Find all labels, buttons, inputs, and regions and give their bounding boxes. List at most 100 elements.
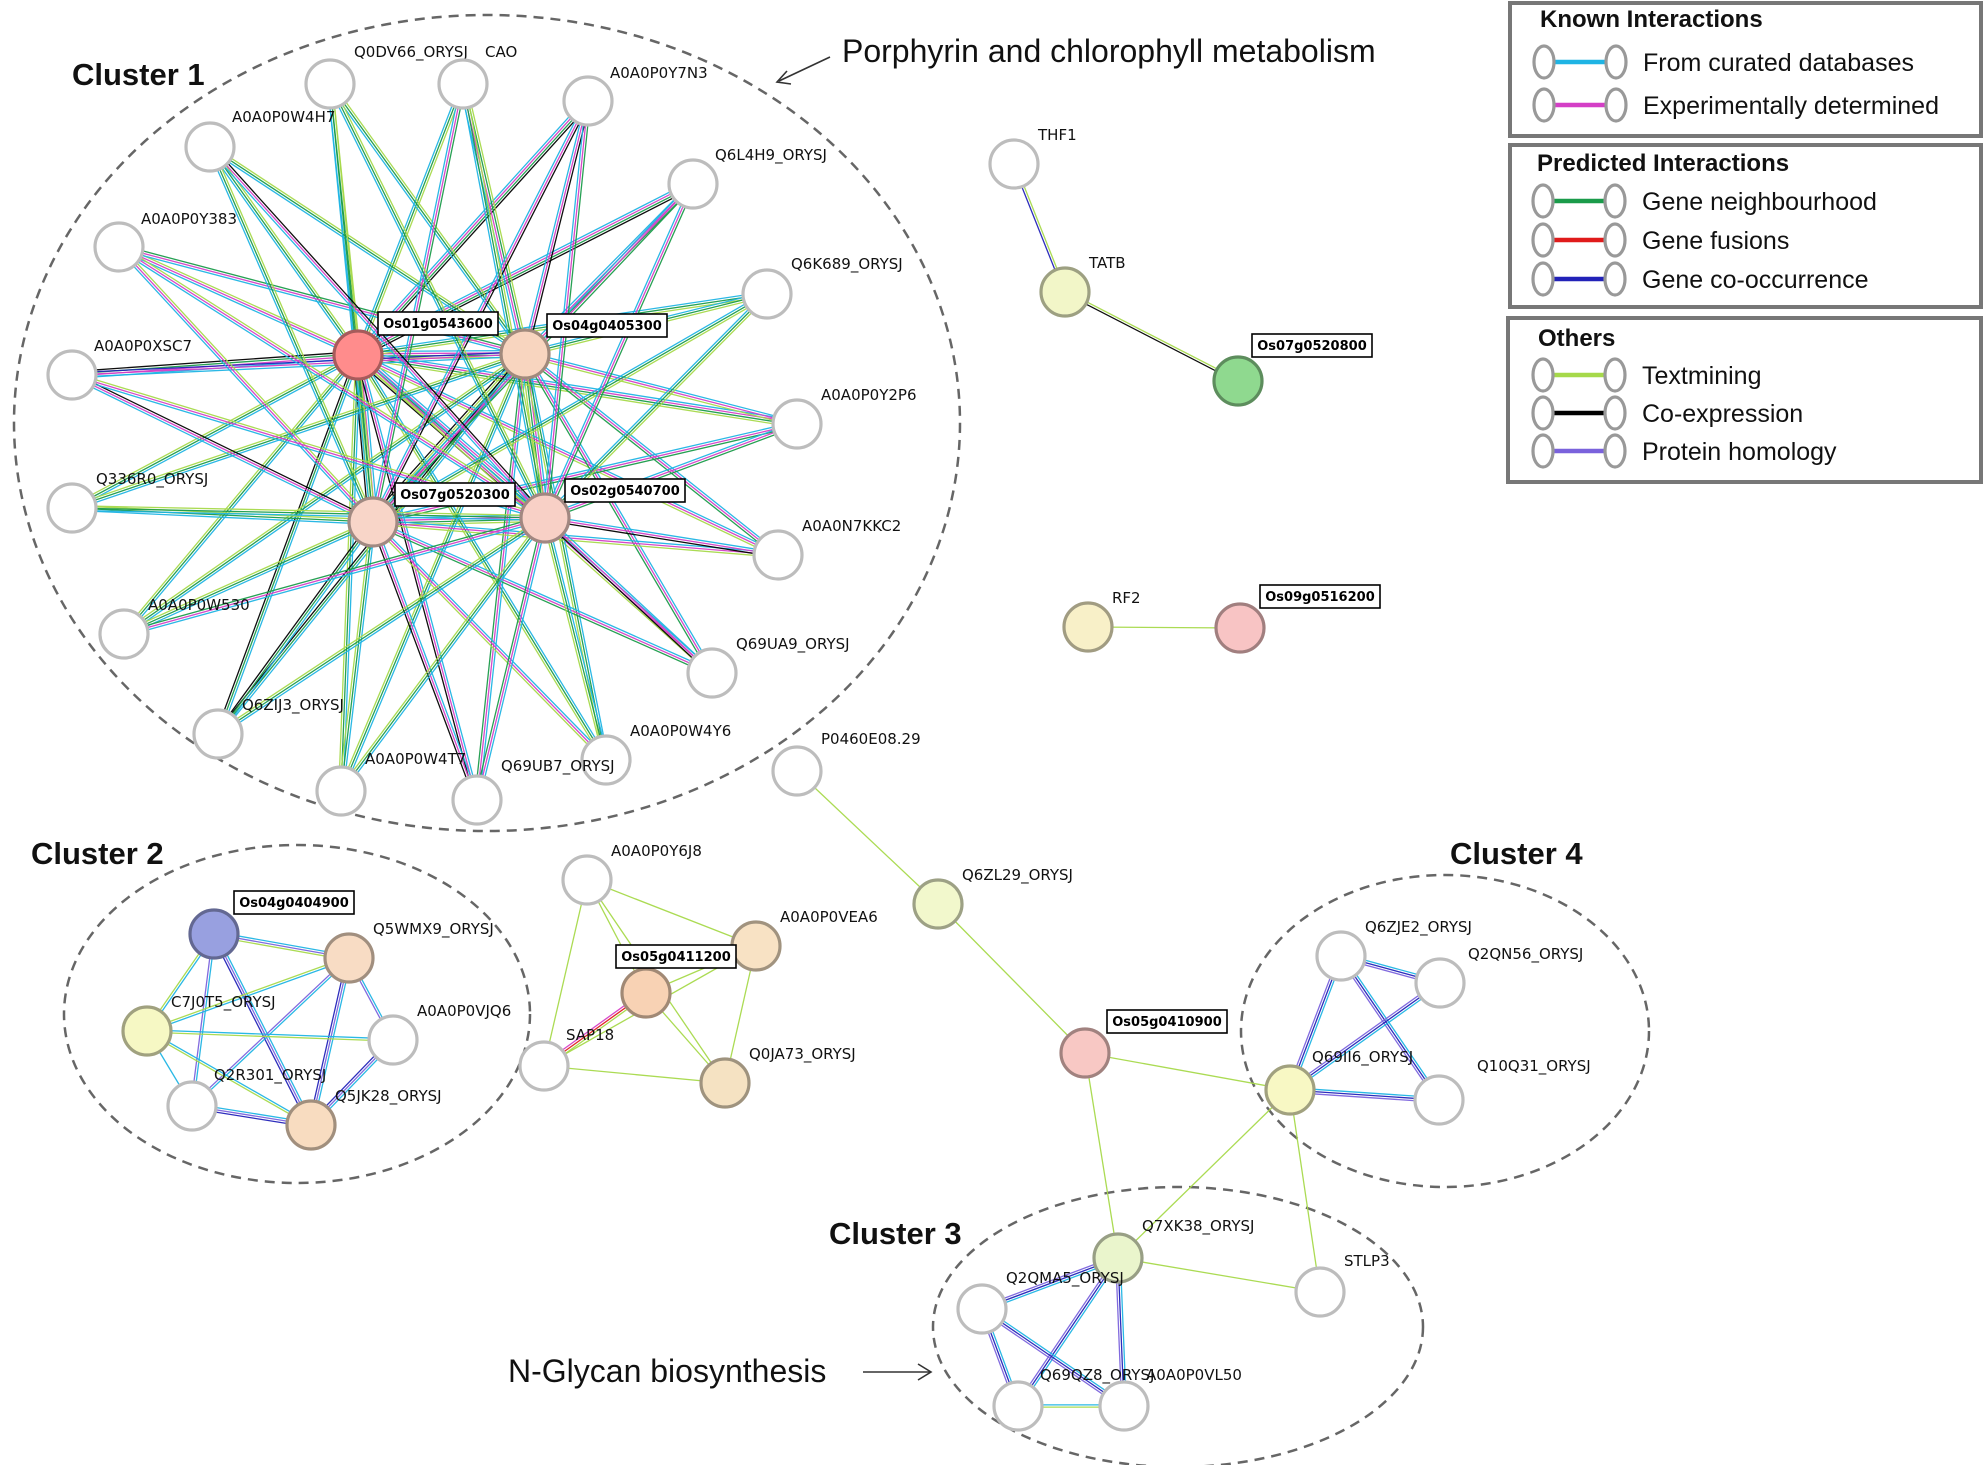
node-circle[interactable] bbox=[519, 492, 571, 544]
node-q69ub7-orysj[interactable]: Q69UB7_ORYSJ bbox=[451, 757, 615, 826]
node-tatb[interactable]: TATB bbox=[1039, 254, 1126, 318]
node-q69ii6-orysj[interactable]: Q69II6_ORYSJ bbox=[1264, 1048, 1413, 1116]
node-a0a0p0w4h7[interactable]: A0A0P0W4H7 bbox=[184, 108, 335, 173]
node-os05g0411200[interactable]: Os05g0411200 bbox=[615, 944, 737, 1019]
node-a0a0p0y2p6[interactable]: A0A0P0Y2P6 bbox=[771, 386, 917, 450]
node-q7xk38-orysj[interactable]: Q7XK38_ORYSJ bbox=[1092, 1217, 1254, 1284]
node-circle[interactable] bbox=[499, 328, 551, 380]
node-circle[interactable] bbox=[1315, 930, 1367, 982]
node-circle[interactable] bbox=[518, 1040, 570, 1092]
node-circle[interactable] bbox=[315, 765, 367, 817]
node-q69ua9-orysj[interactable]: Q69UA9_ORYSJ bbox=[686, 635, 850, 699]
node-circle[interactable] bbox=[184, 121, 236, 173]
edge-line-textmining bbox=[1084, 1052, 1291, 1091]
node-p0460e08-29[interactable]: P0460E08.29 bbox=[771, 730, 921, 797]
node-a0a0p0y6j8[interactable]: A0A0P0Y6J8 bbox=[561, 842, 702, 906]
node-q6zl29-orysj[interactable]: Q6ZL29_ORYSJ bbox=[912, 866, 1073, 930]
node-circle[interactable] bbox=[620, 967, 672, 1019]
node-circle[interactable] bbox=[93, 221, 145, 273]
node-circle[interactable] bbox=[1039, 266, 1091, 318]
node-circle[interactable] bbox=[771, 745, 823, 797]
node-c7j0t5-orysj[interactable]: C7J0T5_ORYSJ bbox=[121, 993, 276, 1057]
node-rf2[interactable]: RF2 bbox=[1062, 589, 1141, 653]
node-os02g0540700[interactable]: Os02g0540700 bbox=[519, 478, 686, 544]
node-q2qma5-orysj[interactable]: Q2QMA5_ORYSJ bbox=[956, 1269, 1124, 1335]
node-circle[interactable] bbox=[437, 58, 489, 110]
node-os01g0543600[interactable]: Os01g0543600 bbox=[332, 311, 499, 381]
node-q336r0-orysj[interactable]: Q336R0_ORYSJ bbox=[46, 470, 208, 534]
node-circle[interactable] bbox=[699, 1057, 751, 1109]
node-os05g0410900[interactable]: Os05g0410900 bbox=[1059, 1009, 1228, 1079]
node-circle[interactable] bbox=[1264, 1064, 1316, 1116]
node-circle[interactable] bbox=[988, 138, 1040, 190]
node-q5wmx9-orysj[interactable]: Q5WMX9_ORYSJ bbox=[323, 920, 494, 984]
node-circle[interactable] bbox=[347, 496, 399, 548]
node-circle[interactable] bbox=[46, 482, 98, 534]
node-circle[interactable] bbox=[730, 920, 782, 972]
node-q0ja73-orysj[interactable]: Q0JA73_ORYSJ bbox=[699, 1045, 856, 1109]
node-circle[interactable] bbox=[1212, 355, 1264, 407]
node-circle[interactable] bbox=[1414, 957, 1466, 1009]
node-circle[interactable] bbox=[561, 854, 613, 906]
node-a0a0p0y383[interactable]: A0A0P0Y383 bbox=[93, 210, 237, 273]
node-os09g0516200[interactable]: Os09g0516200 bbox=[1214, 584, 1381, 654]
node-circle[interactable] bbox=[1413, 1074, 1465, 1126]
node-circle[interactable] bbox=[121, 1005, 173, 1057]
node-a0a0p0y7n3[interactable]: A0A0P0Y7N3 bbox=[562, 64, 708, 127]
node-circle[interactable] bbox=[1214, 602, 1266, 654]
node-circle[interactable] bbox=[1098, 1380, 1150, 1432]
node-circle[interactable] bbox=[686, 647, 738, 699]
node-circle[interactable] bbox=[304, 58, 356, 110]
node-circle[interactable] bbox=[562, 75, 614, 127]
node-label-box bbox=[1106, 1009, 1228, 1034]
node-q2r301-orysj[interactable]: Q2R301_ORYSJ bbox=[166, 1066, 326, 1132]
node-q10q31-orysj[interactable]: Q10Q31_ORYSJ bbox=[1413, 1057, 1591, 1126]
node-circle[interactable] bbox=[1092, 1232, 1144, 1284]
node-a0a0p0w4y6[interactable]: A0A0P0W4Y6 bbox=[580, 722, 731, 786]
node-a0a0p0w4t7[interactable]: A0A0P0W4T7 bbox=[315, 750, 466, 817]
node-circle[interactable] bbox=[912, 878, 964, 930]
node-a0a0p0xsc7[interactable]: A0A0P0XSC7 bbox=[46, 337, 192, 401]
node-circle[interactable] bbox=[367, 1014, 419, 1066]
node-stlp3[interactable]: STLP3 bbox=[1294, 1252, 1390, 1318]
node-q0dv66-orysj[interactable]: Q0DV66_ORYSJ bbox=[304, 43, 468, 110]
node-a0a0p0w530[interactable]: A0A0P0W530 bbox=[98, 596, 250, 660]
node-a0a0p0vjq6[interactable]: A0A0P0VJQ6 bbox=[367, 1002, 511, 1066]
node-circle[interactable] bbox=[188, 908, 240, 960]
node-circle[interactable] bbox=[1062, 601, 1114, 653]
node-q5jk28-orysj[interactable]: Q5JK28_ORYSJ bbox=[285, 1087, 442, 1151]
node-circle[interactable] bbox=[1059, 1027, 1111, 1079]
node-circle[interactable] bbox=[451, 774, 503, 826]
node-a0a0n7kkc2[interactable]: A0A0N7KKC2 bbox=[752, 517, 901, 581]
node-q2qn56-orysj[interactable]: Q2QN56_ORYSJ bbox=[1414, 945, 1583, 1009]
node-q6l4h9-orysj[interactable]: Q6L4H9_ORYSJ bbox=[667, 146, 827, 210]
node-a0a0p0vea6[interactable]: A0A0P0VEA6 bbox=[730, 908, 878, 972]
node-circle[interactable] bbox=[285, 1099, 337, 1151]
node-thf1[interactable]: THF1 bbox=[988, 126, 1077, 190]
node-circle[interactable] bbox=[332, 329, 384, 381]
node-circle[interactable] bbox=[752, 529, 804, 581]
node-circle[interactable] bbox=[1294, 1266, 1346, 1318]
node-sap18[interactable]: SAP18 bbox=[518, 1026, 614, 1092]
node-circle[interactable] bbox=[98, 608, 150, 660]
node-q6k689-orysj[interactable]: Q6K689_ORYSJ bbox=[741, 255, 903, 320]
node-os07g0520800[interactable]: Os07g0520800 bbox=[1212, 333, 1373, 407]
node-circle[interactable] bbox=[771, 398, 823, 450]
node-circle[interactable] bbox=[580, 734, 632, 786]
node-circle[interactable] bbox=[166, 1080, 218, 1132]
node-a0a0p0vl50[interactable]: A0A0P0VL50 bbox=[1098, 1366, 1242, 1432]
node-q69qz8-orysj[interactable]: Q69QZ8_ORYSJ bbox=[992, 1366, 1154, 1432]
node-circle[interactable] bbox=[323, 932, 375, 984]
node-q6zij3-orysj[interactable]: Q6ZIJ3_ORYSJ bbox=[192, 696, 344, 760]
node-circle[interactable] bbox=[192, 708, 244, 760]
node-cao[interactable]: CAO bbox=[437, 43, 517, 110]
node-circle[interactable] bbox=[956, 1283, 1008, 1335]
node-os04g0405300[interactable]: Os04g0405300 bbox=[499, 313, 668, 380]
node-circle[interactable] bbox=[667, 158, 719, 210]
node-circle[interactable] bbox=[46, 349, 98, 401]
node-circle[interactable] bbox=[992, 1380, 1044, 1432]
node-circle[interactable] bbox=[741, 268, 793, 320]
node-os04g0404900[interactable]: Os04g0404900 bbox=[188, 890, 355, 960]
node-os07g0520300[interactable]: Os07g0520300 bbox=[347, 482, 516, 548]
node-q6zje2-orysj[interactable]: Q6ZJE2_ORYSJ bbox=[1315, 918, 1472, 982]
